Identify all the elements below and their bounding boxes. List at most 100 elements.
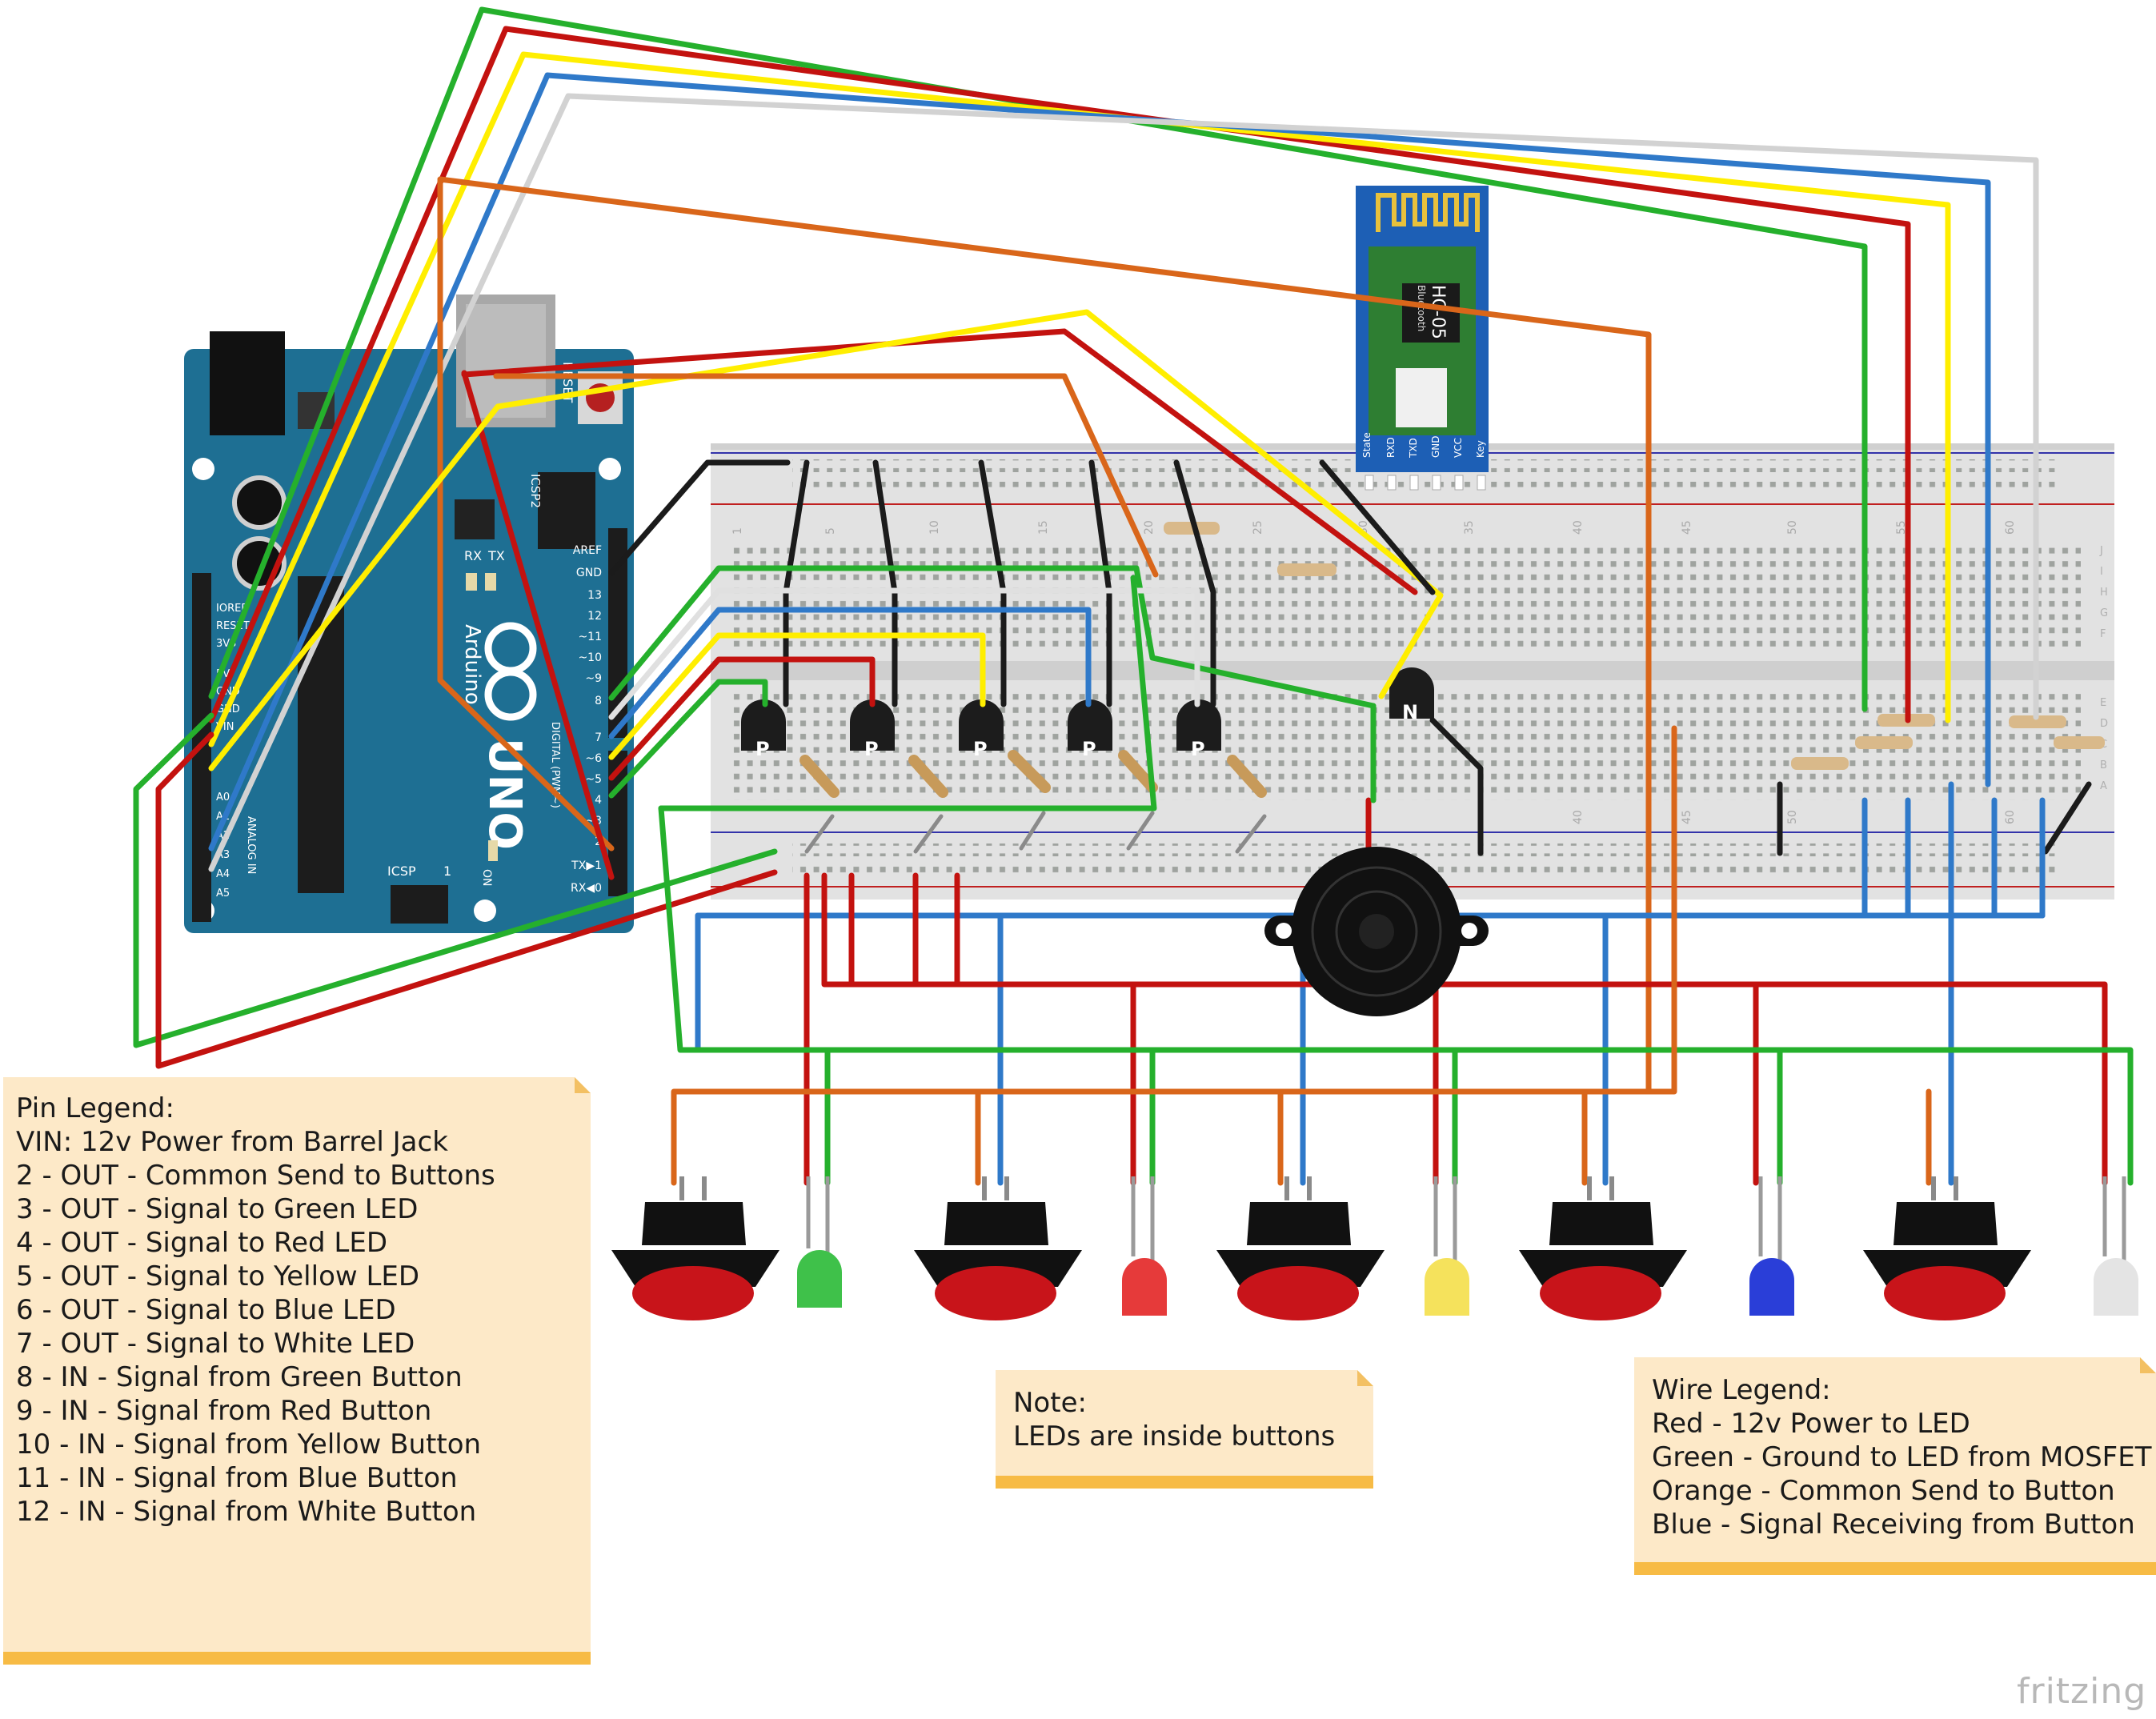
power-pin-label: RESET: [216, 620, 250, 632]
pnp-label: P: [1191, 738, 1205, 760]
analog-pin-label: A0: [216, 791, 230, 803]
pnp-label: P: [1082, 738, 1096, 760]
digital-pin-label: TX▶1: [571, 860, 602, 872]
bt-subtitle-label: Bluetooth: [1416, 285, 1427, 331]
digital-pin-label: 12: [587, 610, 602, 623]
wire-green-top: [208, 6, 1868, 712]
wire-green-jumper2: [608, 679, 768, 799]
wire-red-bus: [821, 872, 2108, 1186]
digital-pin-label: ~5: [585, 773, 602, 786]
wire-red-left: [155, 731, 778, 1069]
wire-green-left: [133, 712, 778, 1048]
digital-pin-label: RX◀0: [571, 882, 602, 895]
digital-pin-label: 8: [595, 695, 602, 707]
wire-white-jumper: [608, 587, 1200, 720]
bt-model-label: HC-05: [1428, 285, 1448, 339]
wire-black: [1173, 459, 1216, 707]
digital-pin-label: AREF: [573, 544, 602, 557]
arduino-uno-board: RESET ICSP2 TX RX Arduino UNO ICSP 1 ON: [184, 295, 634, 933]
bt-pin-label: RXD: [1385, 437, 1397, 458]
push-button[interactable]: [611, 1176, 779, 1320]
rx-label: RX: [464, 548, 482, 563]
bb-row-label: D: [2100, 718, 2108, 730]
bb-col-label: 20: [1143, 520, 1156, 535]
push-button[interactable]: [1216, 1176, 1385, 1320]
bb-col-label: 40: [1572, 520, 1585, 535]
wire-red-jumper: [608, 656, 876, 781]
wire-legend-line: Green - Ground to LED from MOSFET: [1652, 1441, 2152, 1473]
note-line: LEDs are inside buttons: [1013, 1420, 1336, 1453]
pin-legend-line: 4 - OUT - Signal to Red LED: [16, 1227, 388, 1259]
atmega-chip: [298, 576, 344, 893]
bb-row-label: J: [2099, 545, 2103, 557]
bt-pin-label: TXD: [1408, 438, 1419, 459]
wire-orange-bus: [671, 725, 1677, 1186]
digital-pin-label: 4: [595, 794, 602, 807]
analog-in-label: ANALOG IN: [245, 816, 257, 874]
bb-col-label: 5: [824, 527, 837, 535]
bb-col-label: 50: [1786, 810, 1799, 824]
wire-orange-top: [437, 176, 1652, 1095]
hc05-bluetooth-module: HC-05 Bluetooth State RXD TXD GND VCC Ke…: [1356, 186, 1489, 491]
digital-pin-label: 13: [587, 589, 602, 602]
bt-pin-label: VCC: [1453, 438, 1464, 458]
bb-col-label: 25: [1252, 520, 1264, 535]
breadboard: 1 5 10 15 20 25 30 35 40 45 50 55 60 40 …: [711, 443, 2114, 900]
wire-legend-line: Blue - Signal Receiving from Button: [1652, 1509, 2135, 1541]
bb-row-label: H: [2100, 587, 2108, 599]
icsp-label: ICSP: [387, 864, 416, 879]
pin-legend-line: 10 - IN - Signal from Yellow Button: [16, 1428, 482, 1461]
bb-col-label: 50: [1786, 520, 1799, 535]
one-label: 1: [443, 864, 451, 879]
push-button[interactable]: [914, 1176, 1082, 1320]
pnp-transistors: P P P P P: [741, 699, 1221, 760]
wire-white-top: [208, 93, 2039, 872]
wire-yellow-top: [208, 51, 1951, 747]
led-red: [1122, 1176, 1167, 1316]
wire-green-jumper3: [658, 575, 1157, 811]
barrel-jack: [210, 331, 285, 435]
npn-label: N: [1402, 701, 1418, 723]
bb-col-label: 1: [731, 527, 744, 535]
digital-pin-label: ~10: [578, 651, 602, 664]
tx-label: TX: [487, 548, 505, 563]
resistor-upper: [1164, 522, 2105, 770]
pin-legend-line: 2 - OUT - Common Send to Buttons: [16, 1160, 495, 1192]
wire-legend-line: Red - 12v Power to LED: [1652, 1408, 1970, 1440]
bb-col-label: 60: [2004, 520, 2017, 535]
note-line: Note:: [1013, 1387, 1087, 1419]
wire-black: [608, 459, 791, 576]
bt-pin-label: State: [1361, 432, 1373, 458]
wire-red-mid: [461, 328, 1418, 595]
push-button[interactable]: [1519, 1176, 1687, 1320]
wire-green-jumper: [608, 565, 1377, 709]
leds-note: Note: LEDs are inside buttons: [996, 1370, 1373, 1489]
bt-pin-label: Key: [1475, 440, 1486, 458]
bb-col-label: 55: [1895, 520, 1908, 535]
bb-row-label: E: [2100, 697, 2106, 709]
arduino-brand: Arduino: [460, 624, 484, 705]
wire-legend-line: Orange - Common Send to Button: [1652, 1475, 2115, 1507]
uno-model: UNO: [479, 738, 531, 850]
push-button[interactable]: [1863, 1176, 2031, 1320]
led-white: [2094, 1176, 2138, 1316]
digital-pin-label: ~6: [585, 752, 602, 765]
pin-legend-line: Pin Legend:: [16, 1092, 174, 1124]
analog-pin-label: A5: [216, 888, 230, 900]
bt-pin-label: GND: [1430, 435, 1441, 458]
wire-legend-line: Wire Legend:: [1652, 1374, 1831, 1406]
digital-pin-label: 7: [595, 731, 602, 744]
wire-red-mid2: [461, 370, 615, 880]
npn-transistor: N: [1389, 667, 1434, 723]
bb-row-label: F: [2100, 628, 2106, 640]
pin-legend-line: 12 - IN - Signal from White Button: [16, 1496, 477, 1528]
resistor-lower: [799, 750, 1267, 798]
piezo-buzzer: [1264, 847, 1489, 1016]
pin-legend-line: 3 - OUT - Signal to Green LED: [16, 1193, 419, 1225]
pin-legend-line: VIN: 12v Power from Barrel Jack: [16, 1126, 448, 1158]
digital-pin-label: ~11: [578, 631, 602, 643]
led-blue: [1749, 1176, 1794, 1316]
bb-col-label: 15: [1037, 520, 1050, 535]
pnp-label: P: [864, 738, 879, 760]
